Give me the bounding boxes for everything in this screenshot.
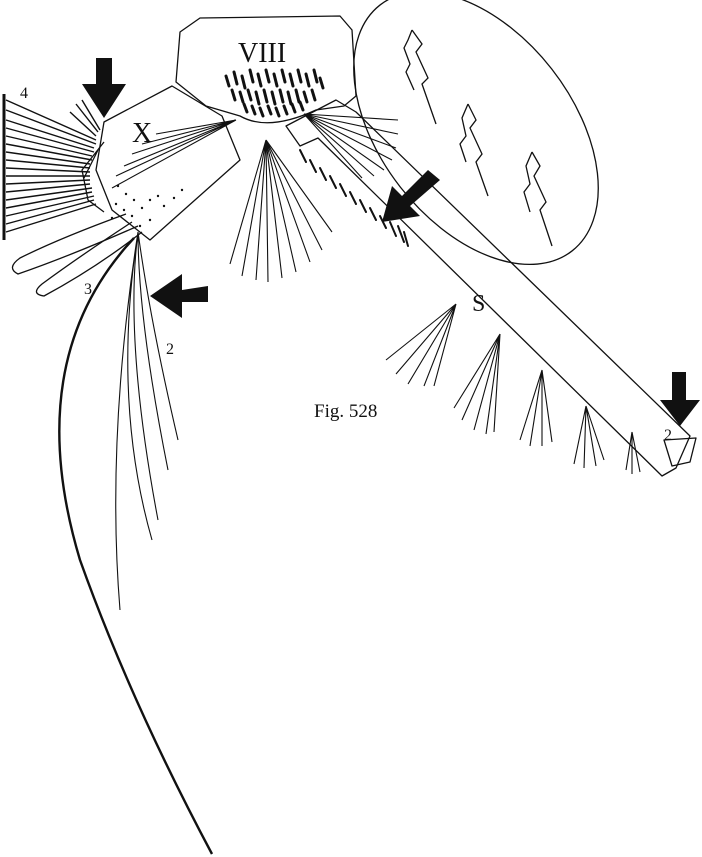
segment-viii-label: VIII (238, 40, 286, 68)
segment-x-label: X (132, 120, 152, 148)
ventral-brush (4, 94, 100, 240)
pecten-detail-ellipse (304, 0, 647, 310)
figure-caption: Fig. 528 (314, 402, 377, 421)
seta-3-label: 3 (84, 282, 92, 298)
seta-2-anal-label: 2 (166, 342, 174, 358)
pecten-tooth-detail (404, 30, 436, 124)
pointer-arrow (660, 372, 700, 426)
pecten-tooth-detail (524, 152, 552, 246)
anal-saddle-rings (82, 142, 104, 212)
pecten-tooth-detail (460, 104, 488, 196)
pointer-arrow (150, 274, 208, 318)
seta-4-label: 4 (20, 86, 28, 102)
pointer-arrow (382, 170, 440, 222)
seta-3-anal (59, 238, 212, 854)
pointer-arrow (82, 58, 126, 118)
seta-tuft (112, 120, 236, 188)
siphon-label: S (472, 292, 485, 316)
anal-papilla (12, 214, 138, 274)
siphon-seta-tuft (386, 304, 456, 386)
siphon-seta-tuft (520, 370, 552, 446)
seta-tuft (230, 140, 332, 282)
siphon-seta-tuft (454, 334, 500, 434)
seta-tuft (304, 114, 398, 178)
comb-scales (226, 70, 323, 116)
seta-2-siphon-label: 2 (664, 428, 672, 444)
